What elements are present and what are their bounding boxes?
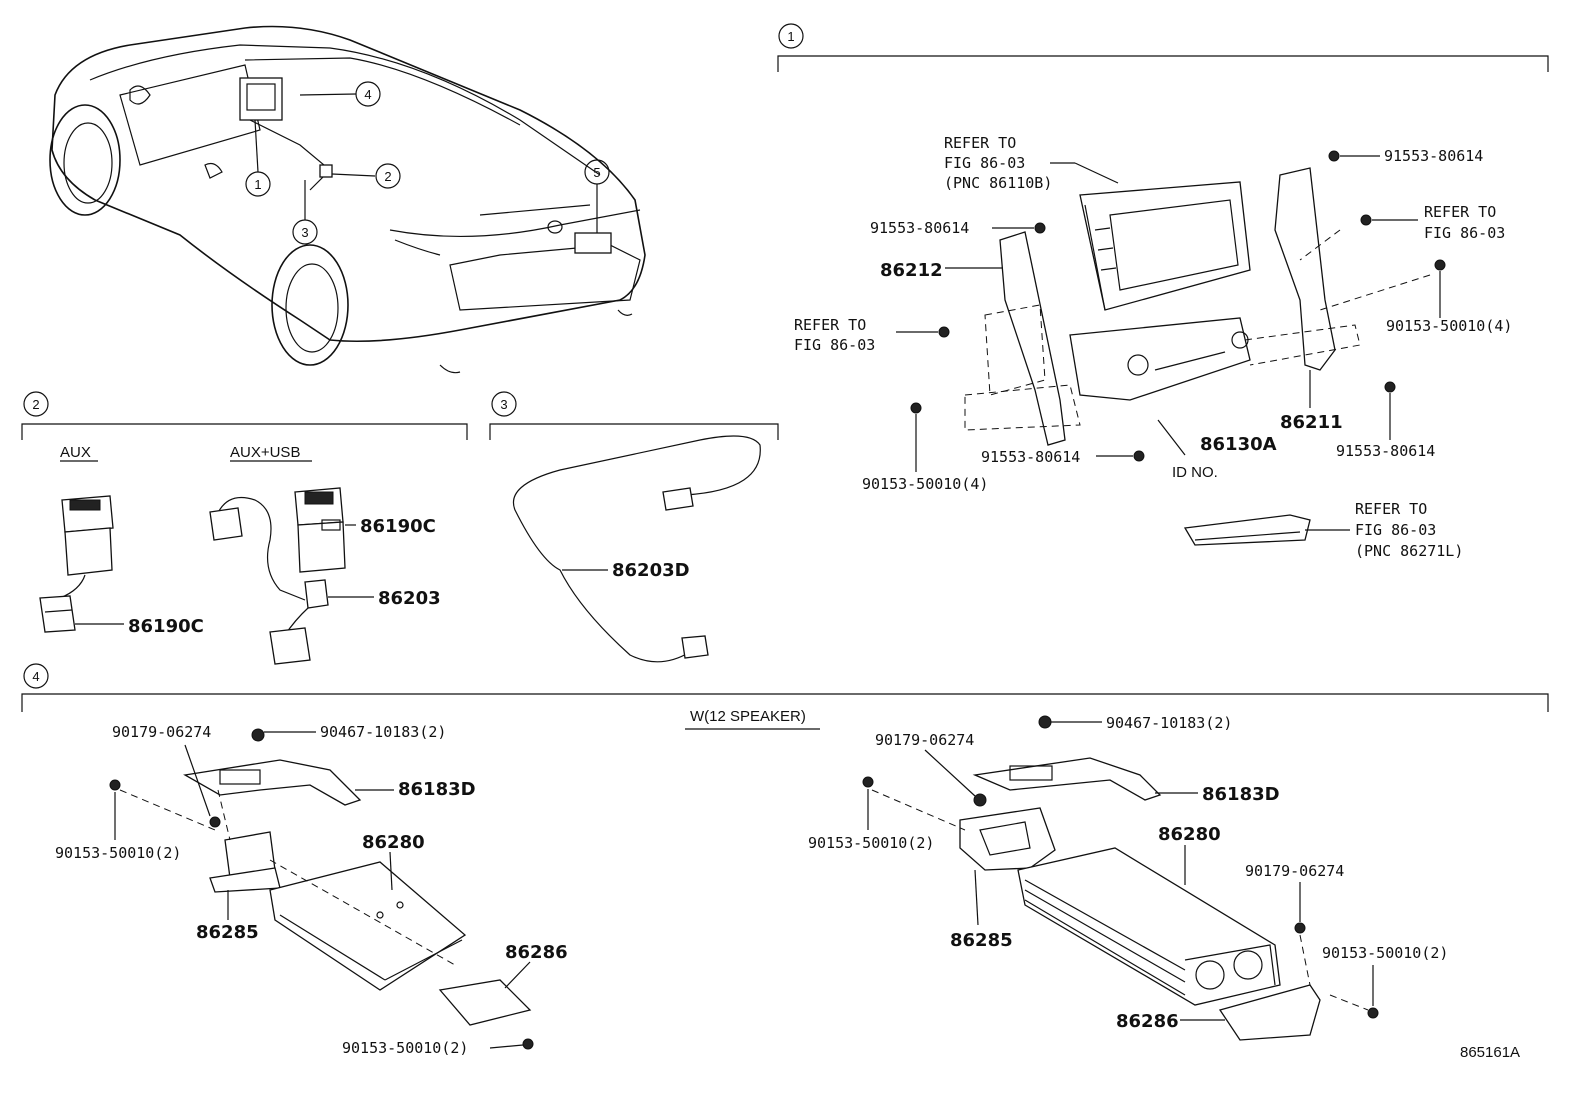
callout-2: 2 [384, 169, 391, 184]
pn-86190c-usb: 86190C [360, 516, 436, 537]
pn-91553-80614-top: 91553-80614 [1384, 147, 1483, 165]
section-2: 2 AUX AUX+USB 86190C 86190C 86203 [21, 391, 468, 665]
pn-90153-50010-right: 90153-50010(4) [1386, 317, 1512, 335]
aux-label: AUX [60, 444, 91, 461]
refer-right-line2: FIG 86-03 [1424, 224, 1505, 242]
pn-86285-right: 86285 [950, 930, 1013, 951]
pn-86211: 86211 [1280, 412, 1343, 433]
figure-id: 865161A [1460, 1044, 1520, 1061]
refer-bottom-line2: FIG 86-03 [1355, 521, 1436, 539]
callout-5: 5 [593, 165, 600, 180]
pn-86190c-aux: 86190C [128, 616, 204, 637]
section-2-number: 2 [32, 397, 39, 412]
pn-86130a: 86130A [1200, 434, 1277, 455]
pn-91553-80614-right: 91553-80614 [1336, 442, 1435, 460]
refer-bottom-line1: REFER TO [1355, 500, 1427, 518]
pn-90153-50010-left: 90153-50010(4) [862, 475, 988, 493]
pn-86183d-right: 86183D [1202, 784, 1280, 805]
section-4-number: 4 [32, 669, 39, 684]
section-3: 3 86203D [489, 391, 779, 663]
aux-usb-label: AUX+USB [230, 444, 300, 461]
section-1-number: 1 [787, 29, 794, 44]
refer-left-line1: REFER TO [794, 316, 866, 334]
refer-right-line1: REFER TO [1424, 203, 1496, 221]
callout-1: 1 [254, 177, 261, 192]
callout-3: 3 [301, 225, 308, 240]
pn-91553-80614-bottom: 91553-80614 [981, 448, 1080, 466]
pn-86212: 86212 [880, 260, 943, 281]
refer-top-line2: FIG 86-03 [944, 154, 1025, 172]
callout-4: 4 [364, 87, 371, 102]
pn-86286-left: 86286 [505, 942, 568, 963]
w12-speaker-label: W(12 SPEAKER) [690, 708, 806, 725]
pn-90467-10183-left: 90467-10183(2) [320, 723, 446, 741]
section-4: 4 W(12 SPEAKER) 90179-06274 90467-10183(… [21, 663, 1549, 1057]
pn-86203: 86203 [378, 588, 441, 609]
pn-91553-80614-left: 91553-80614 [870, 219, 969, 237]
pn-90153-50010-left-a: 90153-50010(2) [55, 844, 181, 862]
car-illustration [49, 25, 646, 374]
refer-left-line2: FIG 86-03 [794, 336, 875, 354]
pn-86280-left: 86280 [362, 832, 425, 853]
pn-86183d-left: 86183D [398, 779, 476, 800]
pn-90179-06274-right-b: 90179-06274 [1245, 862, 1344, 880]
pn-86203d: 86203D [612, 560, 690, 581]
pn-90153-50010-left-b: 90153-50010(2) [342, 1039, 468, 1057]
pn-90179-06274-right-a: 90179-06274 [875, 731, 974, 749]
id-no-label: ID NO. [1172, 464, 1218, 481]
pn-90153-50010-right-b: 90153-50010(2) [1322, 944, 1448, 962]
pn-90179-06274-left: 90179-06274 [112, 723, 211, 741]
pn-86285-left: 86285 [196, 922, 259, 943]
refer-bottom-line3: (PNC 86271L) [1355, 542, 1463, 560]
refer-top-line1: REFER TO [944, 134, 1016, 152]
refer-top-line3: (PNC 86110B) [944, 174, 1052, 192]
car-callouts: 1 2 3 4 5 [245, 81, 610, 245]
pn-90467-10183-right: 90467-10183(2) [1106, 714, 1232, 732]
section-3-number: 3 [500, 397, 507, 412]
section-1: 1 REFER TO FIG 86-03 [777, 23, 1549, 560]
pn-90153-50010-right-a: 90153-50010(2) [808, 834, 934, 852]
pn-86286-right: 86286 [1116, 1011, 1179, 1032]
pn-86280-right: 86280 [1158, 824, 1221, 845]
